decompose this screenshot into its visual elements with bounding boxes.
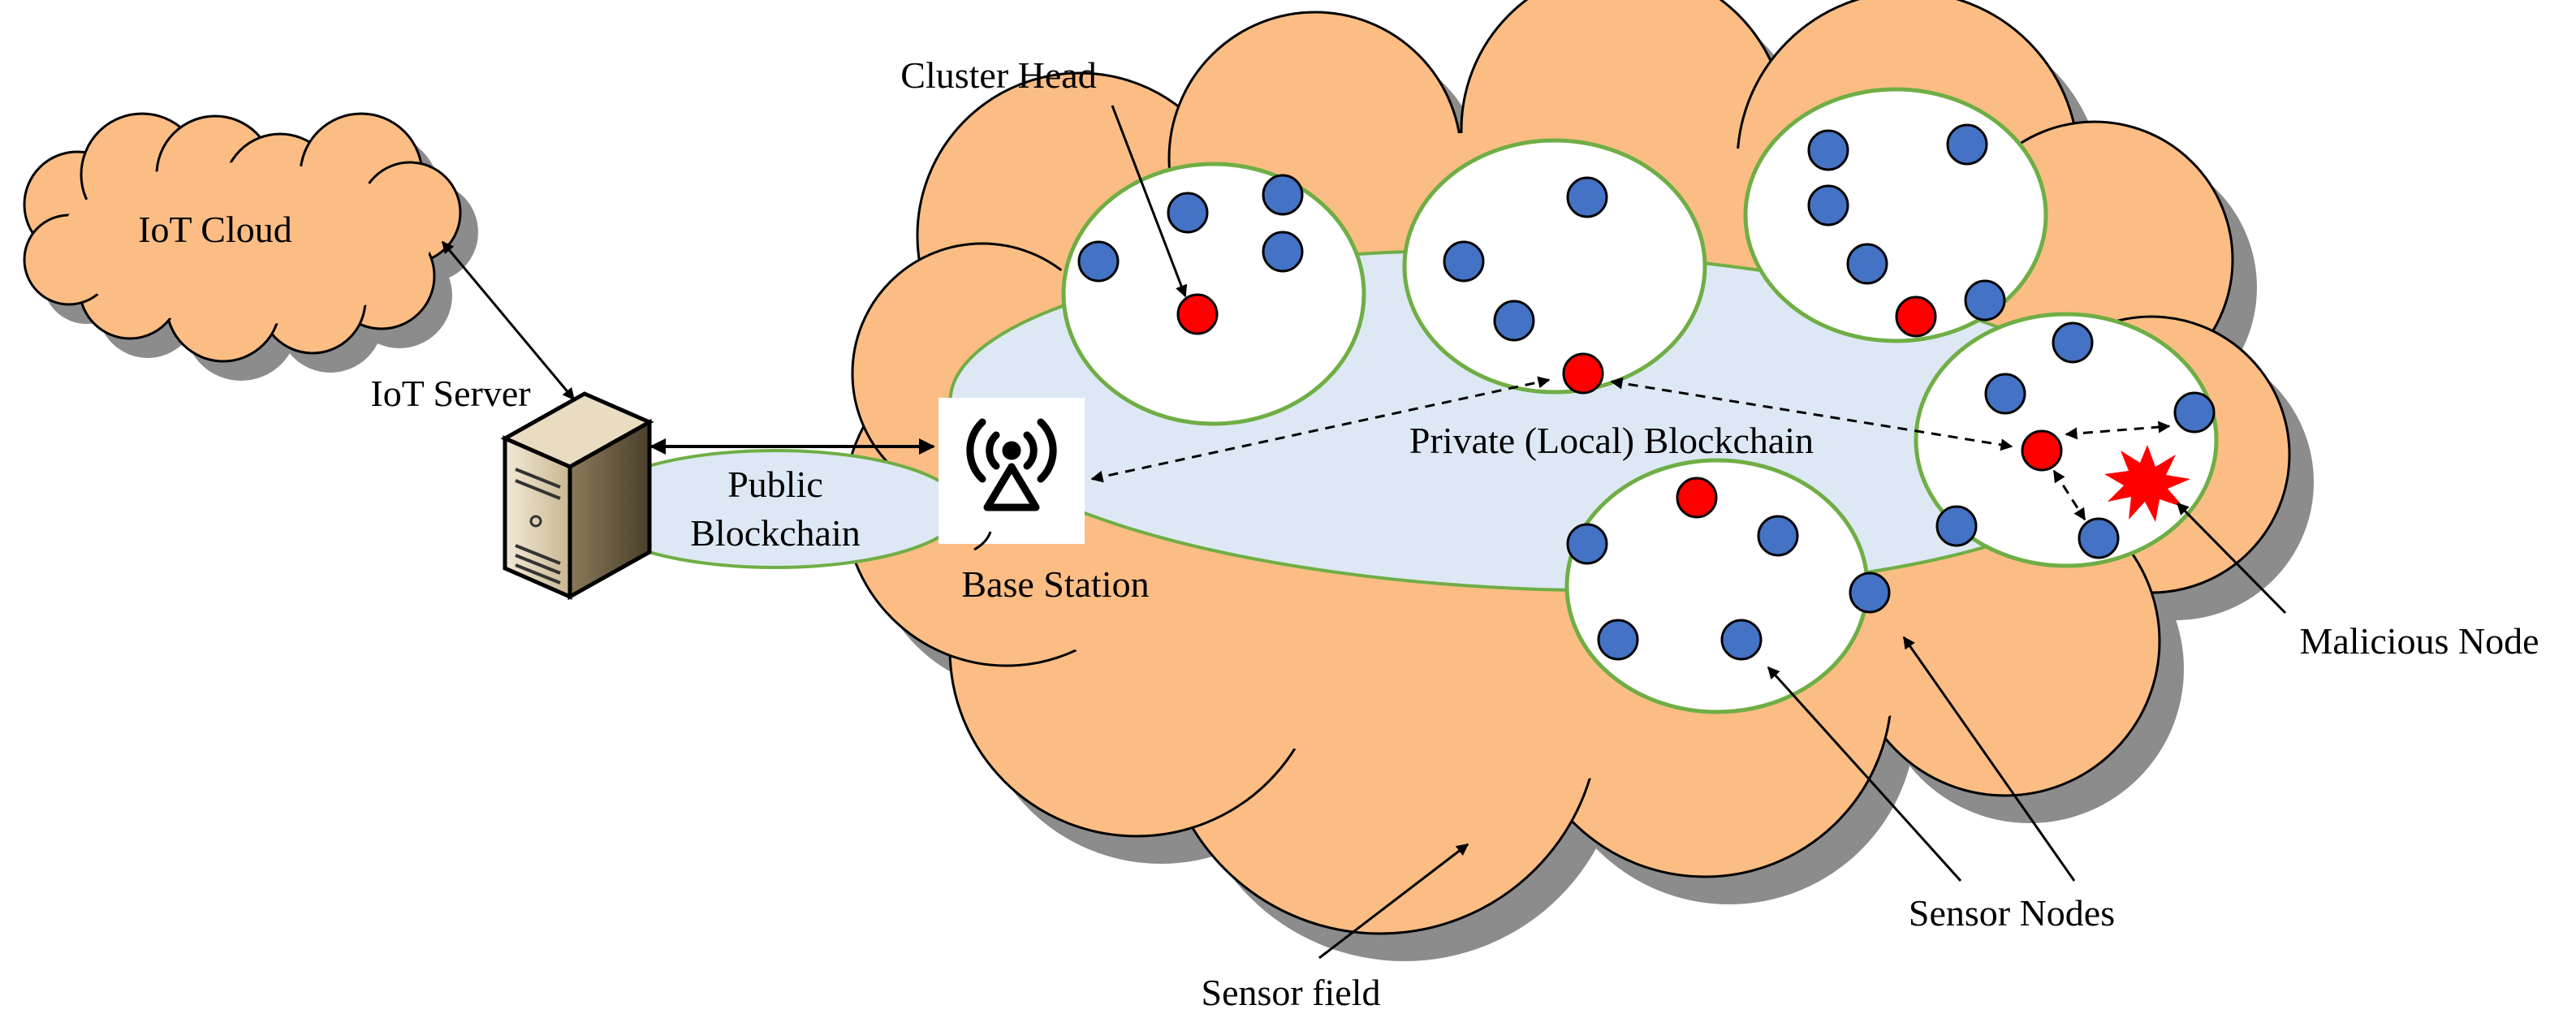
cluster-2 [1402,138,1707,395]
iot-server-label: IoT Server [370,373,530,414]
sensor-node [1720,619,1763,661]
sensor-node [1984,373,2026,415]
antenna-tower-icon [966,418,1057,511]
sensor-node [1597,619,1639,661]
sensor-node [1262,231,1304,273]
clusterhead-sensor-link-b [2052,469,2086,521]
malicious-node-pointer [2176,502,2287,615]
public-blockchain-label-1: Public [727,464,823,505]
clusterhead-sensor-link-a [2065,421,2171,440]
server-tower-icon [500,391,654,601]
sensor-node [1077,240,1120,283]
sensor-node [2173,391,2216,434]
sensor-node [1493,300,1535,342]
sensor-field-pointer [1318,843,1469,960]
sensor-node [1443,240,1485,283]
cluster-head-node [2021,429,2063,472]
sensor-node [1566,176,1608,218]
cluster-head-node [1562,352,1604,395]
sensor-node [1262,174,1304,216]
public-blockchain-label-2: Blockchain [690,512,861,554]
sensor-node [1964,279,2006,321]
cloud-server-link [441,240,576,401]
malicious-node-label: Malicious Node [2299,620,2539,662]
sensor-node [2078,517,2120,559]
base-station-label: Base Station [961,563,1149,605]
sensor-nodes [1077,123,2216,661]
explosion-burst-icon [2104,445,2190,522]
base-station [938,398,1085,544]
connectors [441,105,2287,960]
sensor-node [1935,505,1978,547]
sensor-field-label: Sensor field [1201,972,1380,1013]
sensor-node [1846,243,1888,285]
cluster-1 [1061,162,1366,426]
cluster-heads [1176,293,2063,519]
cluster-head-node [1176,293,1219,335]
sensor-node [1946,123,1988,166]
sensor-node [1849,572,1891,614]
private-blockchain-label: Private (Local) Blockchain [1409,420,1814,461]
sensor-node [1566,523,1608,565]
iot-cloud-label: IoT Cloud [138,209,292,250]
cluster-head-node [1895,295,1937,338]
sensor-nodes-pointer-b [1902,636,2076,882]
cluster-head-pointer [1111,105,1188,298]
sensor-node [2052,321,2094,364]
cluster-head-node [1676,477,1718,519]
cluster-head-label: Cluster Head [900,54,1096,96]
sensor-nodes-pointer-a [1767,666,1962,882]
iot-cloud: IoT Cloud [23,112,478,381]
sensor-node [1757,515,1799,557]
sensor-nodes-label: Sensor Nodes [1909,892,2115,934]
sensor-node [1807,129,1849,171]
sensor-node [1167,192,1209,234]
sensor-node [1807,184,1849,226]
